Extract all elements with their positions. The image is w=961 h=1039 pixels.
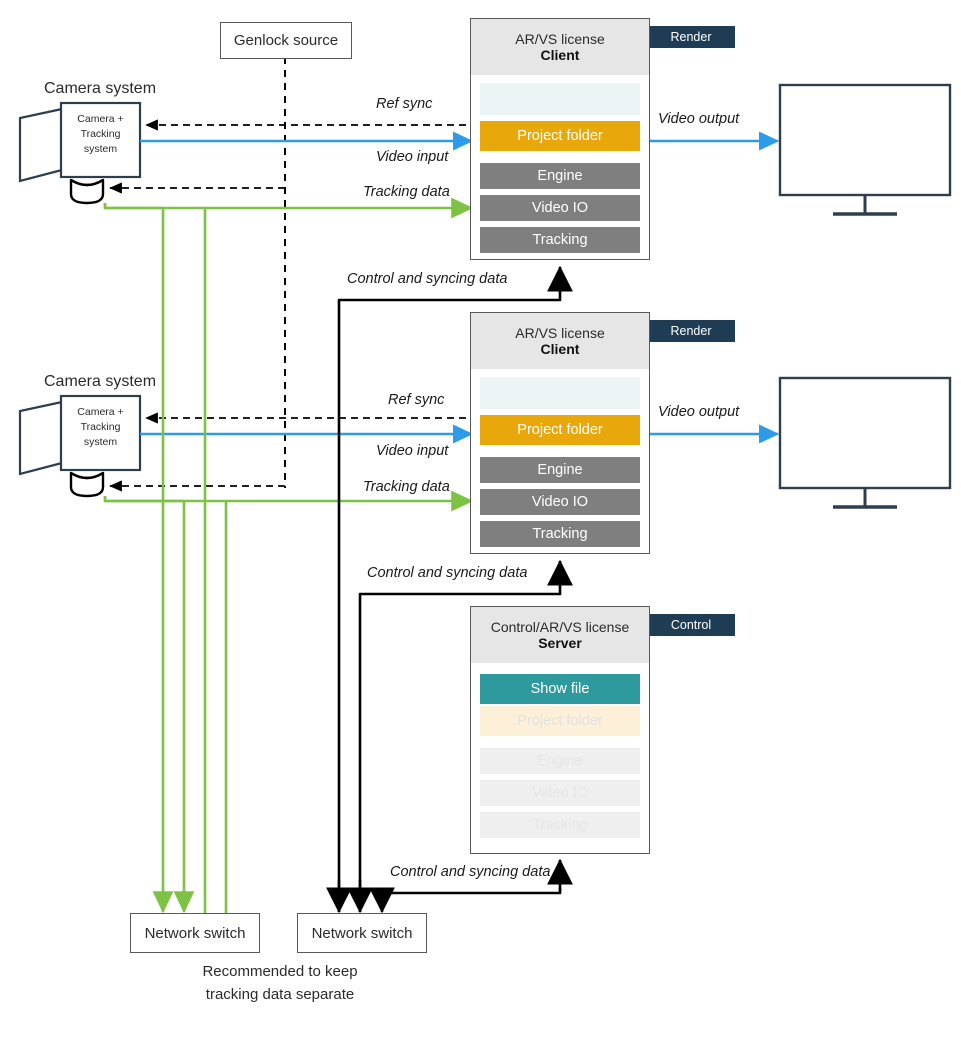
client-2-license: AR/VS license — [515, 325, 605, 341]
client-1-box[interactable]: AR/VS license Client Project folder Engi… — [470, 18, 650, 260]
camera-body-line-3: system — [83, 436, 118, 448]
edge-label-video-input-2: Video input — [376, 443, 449, 459]
client-2-box[interactable]: AR/VS license Client Project folder Engi… — [470, 312, 650, 554]
client-1-badge: Render — [647, 26, 735, 48]
server-rows: Show file Project folder Engine Video IO… — [471, 663, 649, 838]
switch-note-line-2: tracking data separate — [205, 986, 355, 1003]
client-2-row-showfile[interactable] — [480, 377, 640, 409]
client-2-row-video-io[interactable]: Video IO — [480, 489, 640, 515]
camera-body-line-1: Camera + — [77, 113, 124, 125]
client-2-row-engine[interactable]: Engine — [480, 457, 640, 483]
client-1-license: AR/VS license — [515, 31, 605, 47]
camera-body-line-2: Tracking — [80, 421, 121, 433]
client-1-row-engine[interactable]: Engine — [480, 163, 640, 189]
edge-label-tracking-data-1: Tracking data — [363, 184, 450, 200]
server-badge: Control — [647, 614, 735, 636]
edge-label-video-output-1: Video output — [658, 111, 740, 127]
genlock-source-box[interactable]: Genlock source — [220, 22, 352, 59]
edge-label-video-input-1: Video input — [376, 149, 449, 165]
network-switch-tracking[interactable]: Network switch — [130, 913, 260, 953]
client-2-row-tracking[interactable]: Tracking — [480, 521, 640, 547]
monitor-2 — [778, 376, 952, 509]
client-2-rows: Project folder Engine Video IO Tracking — [471, 369, 649, 547]
client-2-header: AR/VS license Client — [471, 313, 649, 369]
camera-body-line-3: system — [83, 143, 118, 155]
client-1-row-showfile[interactable] — [480, 83, 640, 115]
camera-system-1-body: Camera + Tracking system — [61, 112, 140, 157]
client-1-rows: Project folder Engine Video IO Tracking — [471, 75, 649, 253]
client-1-row-project-folder[interactable]: Project folder — [480, 121, 640, 151]
client-2-row-project-folder[interactable]: Project folder — [480, 415, 640, 445]
switch-note-line-1: Recommended to keep — [202, 963, 358, 980]
camera-system-2 — [18, 394, 142, 498]
edge-label-video-output-2: Video output — [658, 404, 740, 420]
server-row-project-folder[interactable]: Project folder — [480, 706, 640, 736]
camera-system-1-title: Camera system — [44, 80, 157, 97]
server-row-engine[interactable]: Engine — [480, 748, 640, 774]
camera-body-line-2: Tracking — [80, 128, 121, 140]
monitor-1 — [778, 83, 952, 216]
edge-label-ref-sync-1: Ref sync — [376, 96, 433, 112]
camera-system-2-body: Camera + Tracking system — [61, 405, 140, 450]
client-2-role: Client — [540, 341, 580, 357]
control-sync-line-2 — [358, 559, 573, 912]
control-sync-line-3 — [369, 858, 573, 914]
client-1-header: AR/VS license Client — [471, 19, 649, 75]
camera-system-2-title: Camera system — [44, 373, 157, 390]
network-switch-tracking-label: Network switch — [144, 924, 246, 942]
server-box[interactable]: Control/AR/VS license Server Show file P… — [470, 606, 650, 854]
client-1-row-video-io[interactable]: Video IO — [480, 195, 640, 221]
network-switch-control[interactable]: Network switch — [297, 913, 427, 953]
camera-system-1 — [18, 101, 142, 205]
tracking-bus-lines — [103, 203, 228, 948]
network-switch-control-label: Network switch — [311, 924, 413, 942]
server-row-showfile[interactable]: Show file — [480, 674, 640, 704]
client-2-badge: Render — [647, 320, 735, 342]
server-role: Server — [538, 635, 582, 651]
control-switch-arrows — [326, 880, 373, 914]
server-license: Control/AR/VS license — [490, 619, 630, 635]
genlock-source-label: Genlock source — [233, 32, 339, 49]
edge-label-tracking-data-2: Tracking data — [363, 479, 450, 495]
edge-label-ref-sync-2: Ref sync — [388, 392, 445, 408]
client-1-row-tracking[interactable]: Tracking — [480, 227, 640, 253]
switch-note: Recommended to keep tracking data separa… — [110, 960, 450, 1006]
camera-body-line-1: Camera + — [77, 406, 124, 418]
edge-label-control-sync-2: Control and syncing data — [367, 565, 528, 581]
server-row-tracking[interactable]: Tracking — [480, 812, 640, 838]
edge-label-control-sync-1: Control and syncing data — [347, 271, 508, 287]
server-row-video-io[interactable]: Video IO — [480, 780, 640, 806]
server-header: Control/AR/VS license Server — [471, 607, 649, 663]
edge-label-control-sync-3: Control and syncing data — [390, 864, 551, 880]
client-1-role: Client — [540, 47, 580, 63]
control-sync-line-1 — [337, 265, 573, 912]
